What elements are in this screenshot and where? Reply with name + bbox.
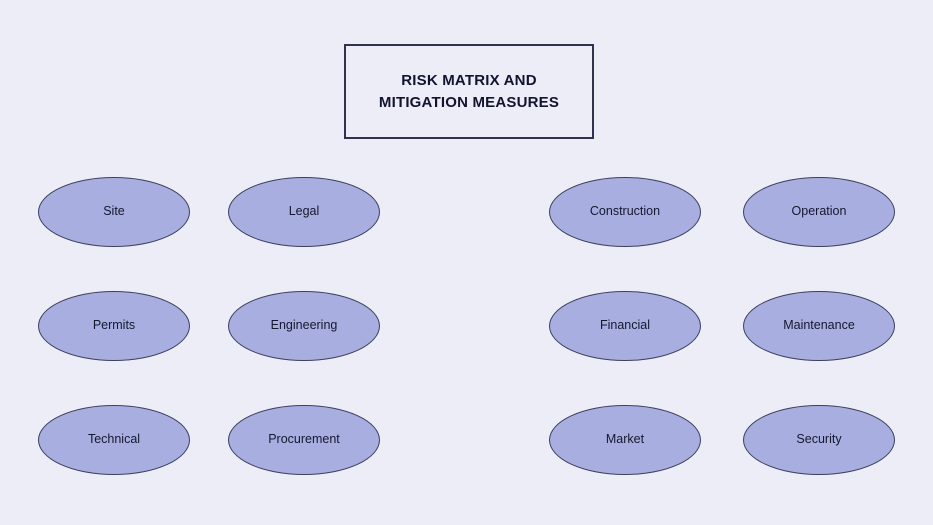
risk-node-label: Procurement <box>268 432 340 447</box>
risk-node-label: Financial <box>599 318 651 333</box>
risk-node-label: Operation <box>791 204 847 219</box>
risk-node-label: Construction <box>589 204 661 219</box>
risk-node-label: Engineering <box>270 318 338 333</box>
risk-node-label: Security <box>796 432 842 447</box>
risk-node-financial[interactable]: Financial <box>549 291 701 361</box>
risk-node-maintenance[interactable]: Maintenance <box>743 291 895 361</box>
risk-node-label: Technical <box>87 432 141 447</box>
diagram-title-box: RISK MATRIX AND MITIGATION MEASURES <box>344 44 594 139</box>
risk-node-market[interactable]: Market <box>549 405 701 475</box>
risk-node-technical[interactable]: Technical <box>38 405 190 475</box>
risk-node-label: Site <box>103 204 125 219</box>
risk-node-label: Maintenance <box>783 318 855 333</box>
risk-node-engineering[interactable]: Engineering <box>228 291 380 361</box>
risk-node-operation[interactable]: Operation <box>743 177 895 247</box>
risk-node-site[interactable]: Site <box>38 177 190 247</box>
risk-node-security[interactable]: Security <box>743 405 895 475</box>
risk-node-label: Market <box>605 432 645 447</box>
risk-node-label: Permits <box>92 318 136 333</box>
diagram-title-text: RISK MATRIX AND MITIGATION MEASURES <box>378 71 560 111</box>
risk-node-legal[interactable]: Legal <box>228 177 380 247</box>
risk-node-construction[interactable]: Construction <box>549 177 701 247</box>
risk-node-permits[interactable]: Permits <box>38 291 190 361</box>
risk-node-procurement[interactable]: Procurement <box>228 405 380 475</box>
risk-node-label: Legal <box>288 204 320 219</box>
